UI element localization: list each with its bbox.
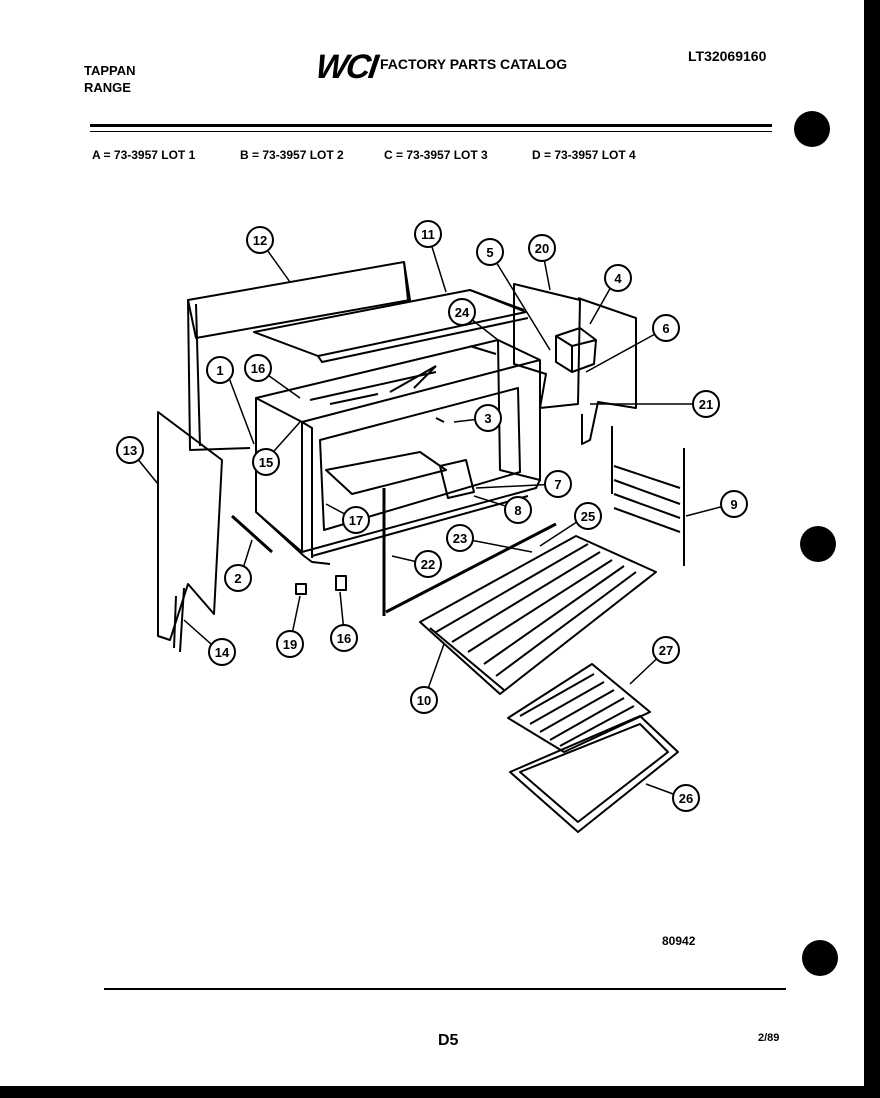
exploded-parts-diagram: 1 2 3 4 5 6 7 8 9 10 11 12 13 14 15 16 1… xyxy=(116,220,748,833)
svg-text:22: 22 xyxy=(421,557,435,572)
catalog-page: TAPPAN RANGE WCI FACTORY PARTS CATALOG L… xyxy=(0,0,864,1086)
callout-7: 7 xyxy=(544,470,572,498)
svg-text:5: 5 xyxy=(486,245,493,260)
callout-22: 22 xyxy=(414,550,442,578)
svg-text:13: 13 xyxy=(123,443,137,458)
switch-block xyxy=(555,327,597,373)
callout-8: 8 xyxy=(504,496,532,524)
broiler-pan xyxy=(509,715,679,833)
svg-text:24: 24 xyxy=(455,305,470,320)
svg-text:16: 16 xyxy=(337,631,351,646)
small-hardware xyxy=(295,417,475,595)
lot-a: A = 73-3957 LOT 1 xyxy=(92,148,196,162)
svg-text:23: 23 xyxy=(453,531,467,546)
brand-block: TAPPAN RANGE xyxy=(84,62,136,96)
catalog-title: FACTORY PARTS CATALOG xyxy=(380,56,568,72)
lot-d: D = 73-3957 LOT 4 xyxy=(532,148,636,162)
callout-13: 13 xyxy=(116,436,144,464)
callout-27: 27 xyxy=(652,636,680,664)
callout-17: 17 xyxy=(342,506,370,534)
callouts: 1 2 3 4 5 6 7 8 9 10 11 12 13 14 15 16 1… xyxy=(116,220,748,812)
control-bracket xyxy=(513,283,637,445)
binder-hole-top xyxy=(794,111,830,147)
header-rule xyxy=(90,124,772,127)
callout-9: 9 xyxy=(720,490,748,518)
rack-side xyxy=(611,426,685,566)
callout-2: 2 xyxy=(224,564,252,592)
callout-1: 1 xyxy=(206,356,234,384)
broiler-grid xyxy=(507,663,651,753)
binder-hole-middle xyxy=(800,526,836,562)
footer-rule xyxy=(104,988,786,990)
trim-strips xyxy=(230,488,557,616)
oven-rack xyxy=(419,535,657,695)
svg-text:12: 12 xyxy=(253,233,267,248)
callout-24: 24 xyxy=(448,298,476,326)
callout-21: 21 xyxy=(692,390,720,418)
svg-text:11: 11 xyxy=(421,227,435,242)
svg-text:4: 4 xyxy=(614,271,622,286)
callout-5: 5 xyxy=(476,238,504,266)
revision-date: 2/89 xyxy=(758,1032,780,1044)
svg-text:8: 8 xyxy=(514,503,521,518)
callout-11: 11 xyxy=(414,220,442,248)
lot-c: C = 73-3957 LOT 3 xyxy=(384,148,488,162)
svg-text:7: 7 xyxy=(554,477,561,492)
svg-text:26: 26 xyxy=(679,791,693,806)
svg-text:27: 27 xyxy=(659,643,673,658)
binder-hole-bottom xyxy=(802,940,838,976)
svg-text:9: 9 xyxy=(730,497,737,512)
header-rule-thin xyxy=(90,131,772,132)
callout-23: 23 xyxy=(446,524,474,552)
callout-12: 12 xyxy=(246,226,274,254)
callout-25: 25 xyxy=(574,502,602,530)
svg-text:21: 21 xyxy=(699,397,713,412)
page-code: D5 xyxy=(438,1032,459,1049)
callout-20: 20 xyxy=(528,234,556,262)
brand-name: TAPPAN xyxy=(84,63,136,78)
svg-text:15: 15 xyxy=(259,455,273,470)
oven-body xyxy=(255,339,541,565)
svg-text:25: 25 xyxy=(581,509,595,524)
callout-3: 3 xyxy=(474,404,502,432)
svg-text:16: 16 xyxy=(251,361,265,376)
callout-19: 19 xyxy=(276,630,304,658)
side-panel xyxy=(157,411,223,653)
callout-14: 14 xyxy=(208,638,236,666)
svg-text:14: 14 xyxy=(215,645,230,660)
callout-16-lower: 16 xyxy=(330,624,358,652)
svg-text:3: 3 xyxy=(484,411,491,426)
catalog-number: LT32069160 xyxy=(688,48,767,64)
callout-15: 15 xyxy=(252,448,280,476)
rear-panel xyxy=(187,261,411,451)
svg-text:6: 6 xyxy=(662,321,669,336)
svg-text:10: 10 xyxy=(417,693,431,708)
svg-text:20: 20 xyxy=(535,241,549,256)
svg-text:17: 17 xyxy=(349,513,363,528)
callout-4: 4 xyxy=(604,264,632,292)
svg-text:2: 2 xyxy=(234,571,241,586)
callout-26: 26 xyxy=(672,784,700,812)
svg-text:19: 19 xyxy=(283,637,297,652)
lot-legend: A = 73-3957 LOT 1 B = 73-3957 LOT 2 C = … xyxy=(92,148,792,166)
lot-b: B = 73-3957 LOT 2 xyxy=(240,148,344,162)
callout-10: 10 xyxy=(410,686,438,714)
svg-text:1: 1 xyxy=(216,363,223,378)
callout-6: 6 xyxy=(652,314,680,342)
product-type: RANGE xyxy=(84,80,131,95)
callout-16-upper: 16 xyxy=(244,354,272,382)
figure-code: 80942 xyxy=(662,934,696,948)
